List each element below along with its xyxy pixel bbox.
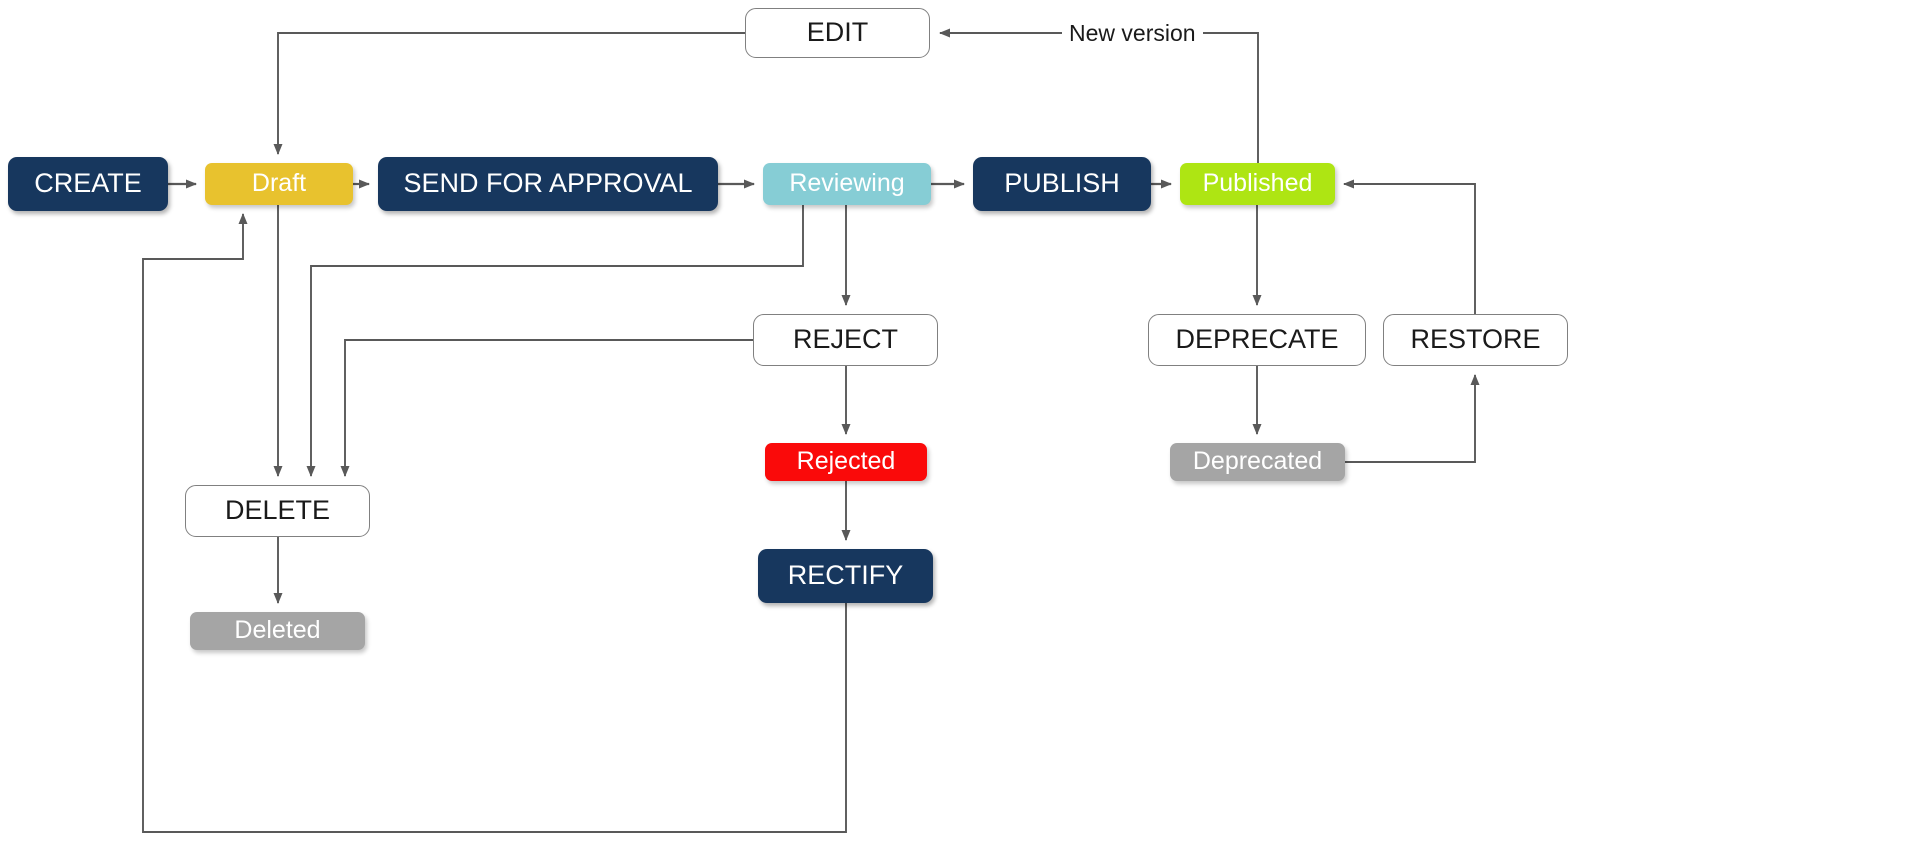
node-published-label: Published — [1202, 169, 1313, 198]
edge-reject-to-delete — [340, 339, 753, 477]
node-edit-label: EDIT — [806, 17, 869, 48]
node-send-for-approval-label: SEND FOR APPROVAL — [403, 168, 693, 199]
edge-deprecated-to-restore — [1345, 374, 1480, 463]
node-reviewing-label: Reviewing — [789, 169, 905, 198]
node-create-label: CREATE — [34, 168, 142, 199]
node-delete-label: DELETE — [224, 495, 331, 526]
edge-label-new-version: New version — [1062, 20, 1203, 47]
node-reviewing[interactable]: Reviewing — [763, 163, 931, 205]
node-delete[interactable]: DELETE — [185, 485, 370, 537]
node-rectify-label: RECTIFY — [787, 560, 904, 591]
node-deprecate[interactable]: DEPRECATE — [1148, 314, 1366, 366]
node-restore[interactable]: RESTORE — [1383, 314, 1568, 366]
node-deprecated-label: Deprecated — [1192, 447, 1323, 476]
node-publish-label: PUBLISH — [1004, 168, 1120, 199]
node-rejected[interactable]: Rejected — [765, 443, 927, 481]
node-reject-label: REJECT — [792, 324, 898, 355]
edge-edit-to-draft — [273, 32, 745, 155]
node-restore-label: RESTORE — [1410, 324, 1541, 355]
edge-restore-to-published — [1343, 179, 1476, 314]
node-published[interactable]: Published — [1180, 163, 1335, 205]
node-publish[interactable]: PUBLISH — [973, 157, 1151, 211]
node-send-for-approval[interactable]: SEND FOR APPROVAL — [378, 157, 718, 211]
node-create[interactable]: CREATE — [8, 157, 168, 211]
edge-published-to-edit-new-version — [939, 28, 1259, 163]
node-deleted-label: Deleted — [234, 616, 321, 645]
node-deleted[interactable]: Deleted — [190, 612, 365, 650]
node-deprecated[interactable]: Deprecated — [1170, 443, 1345, 481]
node-reject[interactable]: REJECT — [753, 314, 938, 366]
node-draft-label: Draft — [251, 169, 307, 198]
node-rejected-label: Rejected — [796, 447, 896, 476]
node-edit[interactable]: EDIT — [745, 8, 930, 58]
edge-reviewing-to-delete — [306, 205, 804, 477]
node-draft[interactable]: Draft — [205, 163, 353, 205]
node-deprecate-label: DEPRECATE — [1175, 324, 1339, 355]
node-rectify[interactable]: RECTIFY — [758, 549, 933, 603]
